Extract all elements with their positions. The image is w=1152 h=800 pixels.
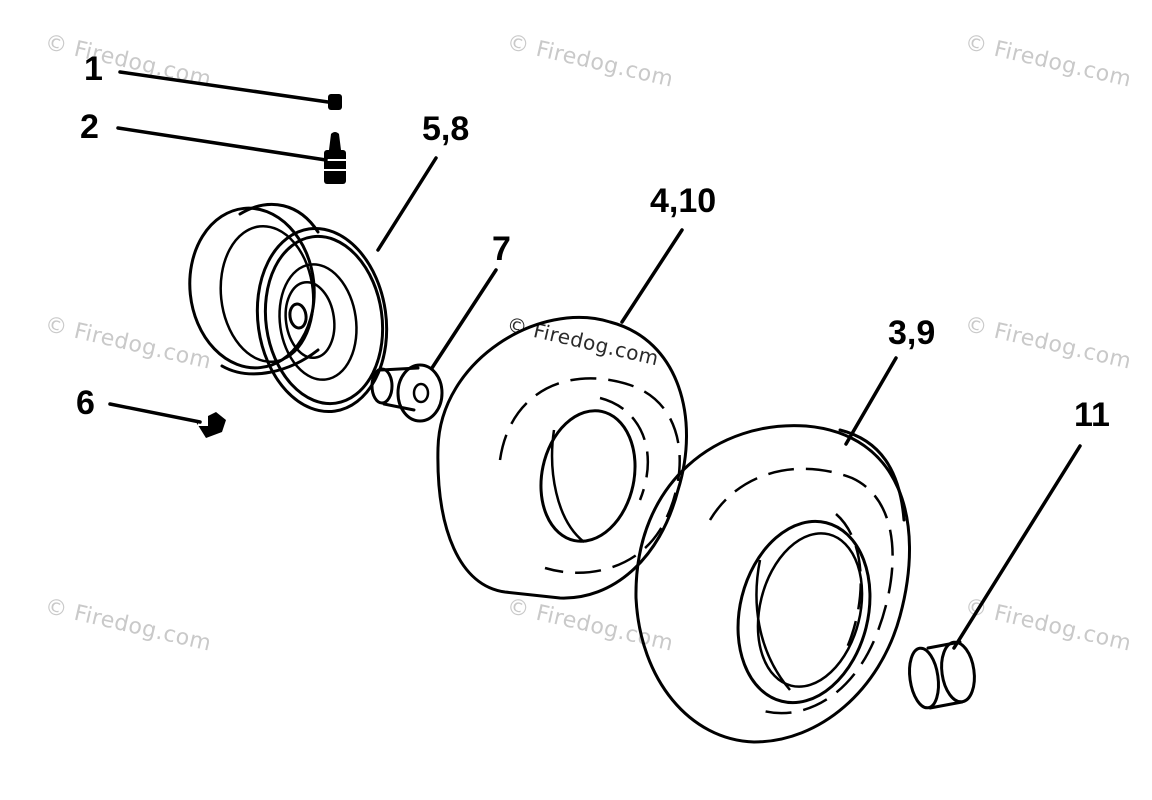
leader-line-5-8	[376, 156, 438, 252]
callout-2: 2	[80, 108, 99, 146]
callout-11: 11	[1074, 396, 1110, 434]
tire-part-3-9	[634, 424, 912, 744]
valve-stem-part	[324, 132, 346, 184]
callout-1: 1	[84, 50, 103, 88]
leader-line-1	[118, 70, 330, 104]
tire-part-4-10	[436, 316, 688, 600]
leader-line-3-9	[844, 356, 898, 446]
callout-5-8: 5,8	[422, 110, 470, 148]
callout-6: 6	[76, 384, 95, 422]
leader-line-11	[952, 444, 1082, 650]
grease-fitting-part	[196, 412, 226, 438]
leader-line-4-10	[620, 228, 684, 324]
callout-4-10: 4,10	[650, 182, 717, 220]
callout-7: 7	[492, 230, 511, 268]
callout-3-9: 3,9	[888, 314, 936, 352]
leader-line-7	[430, 268, 498, 370]
wheel-rim-part	[188, 202, 389, 414]
valve-cap-part	[328, 94, 342, 110]
hub-bushing-part	[908, 640, 976, 710]
leader-line-6	[108, 402, 202, 424]
bushing-part	[370, 363, 444, 423]
leader-line-2	[116, 126, 328, 162]
